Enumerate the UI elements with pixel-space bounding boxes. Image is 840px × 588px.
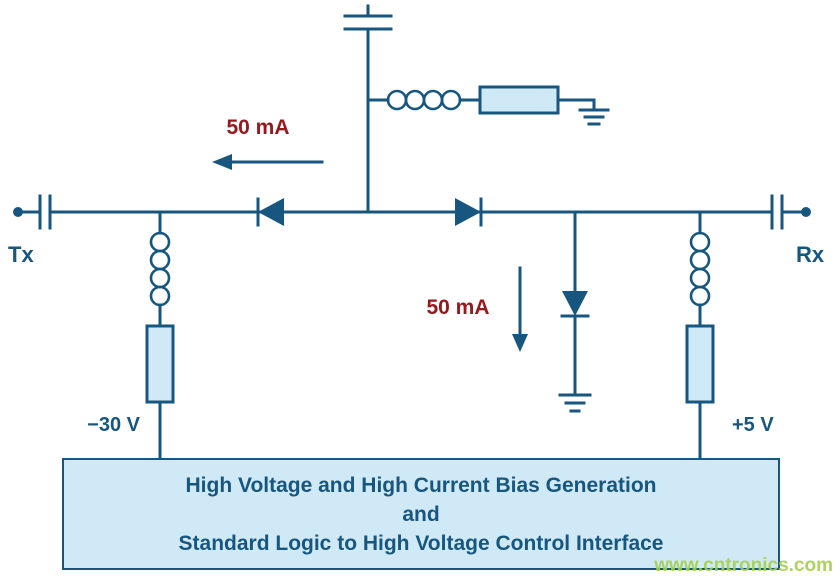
shunt-diode-branch	[558, 210, 592, 413]
positive-rail-label: +5 V	[732, 414, 774, 436]
tx-terminal	[13, 194, 52, 230]
rx-bias-resistor	[685, 324, 715, 404]
antenna-capacitor-branch	[343, 4, 393, 214]
bias-generator-box: High Voltage and High Current Bias Gener…	[62, 458, 780, 570]
rx-dc-block-capacitor	[770, 194, 784, 230]
rx-bias-inductor	[689, 231, 711, 307]
top-feed-ground	[578, 108, 610, 126]
tx-bias-inductor	[149, 231, 171, 307]
current-label-left: 50 mA	[226, 116, 290, 139]
current-arrow-down	[512, 266, 528, 352]
rx-bias-branch	[685, 210, 715, 461]
antenna-capacitor	[343, 14, 393, 31]
watermark-text: www.cntronics.com	[654, 555, 833, 576]
rx-terminal-dot	[801, 207, 811, 217]
top-feed-resistor	[478, 85, 560, 115]
shunt-ground	[558, 393, 592, 413]
series-pin-diode-right	[455, 197, 483, 227]
tx-port-label: Tx	[8, 242, 34, 267]
negative-rail-label: −30 V	[87, 414, 140, 436]
tx-terminal-dot	[13, 207, 23, 217]
rx-port-label: Rx	[796, 242, 825, 267]
bias-box-line3: Standard Logic to High Voltage Control I…	[178, 531, 664, 555]
current-arrow-left	[212, 154, 324, 170]
current-label-down: 50 mA	[426, 296, 490, 319]
series-pin-diode-left	[256, 197, 284, 227]
top-feed-inductor	[386, 89, 462, 111]
shunt-pin-diode	[562, 291, 588, 316]
tx-dc-block-capacitor	[38, 194, 52, 230]
rx-terminal	[770, 194, 811, 230]
top-bias-feed-branch	[366, 85, 610, 126]
bias-box-line1: High Voltage and High Current Bias Gener…	[185, 473, 657, 497]
tx-bias-branch	[145, 210, 175, 461]
tx-bias-resistor	[145, 324, 175, 404]
bias-box-line2: and	[402, 502, 440, 526]
